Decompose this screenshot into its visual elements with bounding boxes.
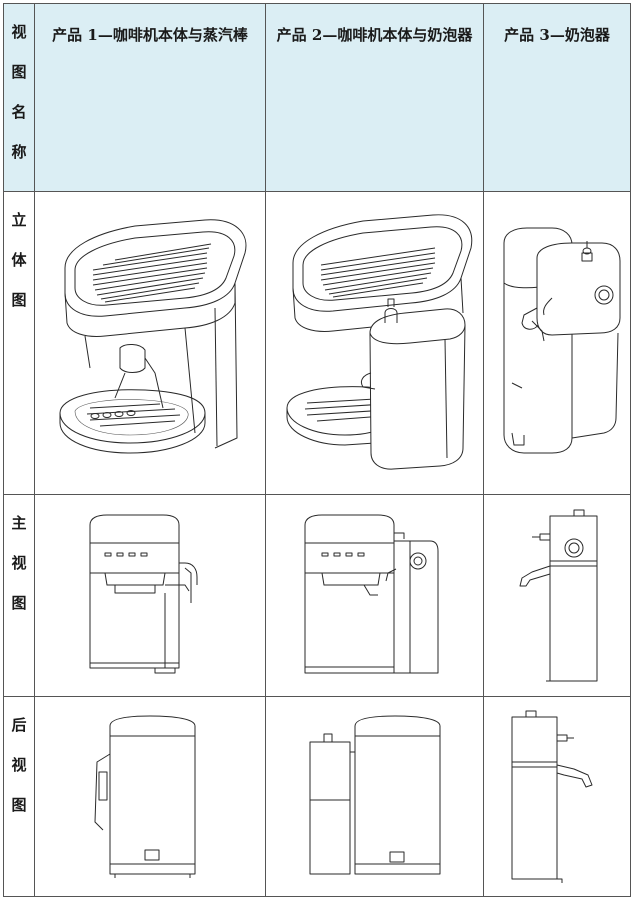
row-label-char: 图 [11, 594, 27, 612]
column-header-product-2: 产品 2—咖啡机本体与奶泡器 [265, 3, 484, 192]
row-label-perspective: 立 体 图 [3, 191, 35, 495]
table-row-front: 主 视 图 [3, 494, 631, 697]
coffee-machine-with-frother-front-view-drawing [304, 514, 438, 673]
cell-p1-front [34, 494, 266, 697]
view-name-char: 视 [11, 23, 27, 41]
cell-p2-perspective [265, 191, 484, 495]
view-name-char: 称 [11, 143, 27, 161]
row-label-char: 视 [11, 554, 27, 572]
cell-p1-perspective [34, 191, 266, 495]
cell-p2-front [265, 494, 484, 697]
milk-frother-rear-view-drawing [511, 710, 593, 883]
column-header-product-3: 产品 3—奶泡器 [483, 3, 631, 192]
column-header-product-1: 产品 1—咖啡机本体与蒸汽棒 [34, 3, 266, 192]
row-label-front: 主 视 图 [3, 494, 35, 697]
row-label-char: 图 [11, 291, 27, 309]
row-label-char: 后 [11, 716, 27, 734]
coffee-machine-perspective-drawing [59, 219, 247, 454]
coffee-machine-with-frother-perspective-drawing [286, 214, 472, 470]
header-row: 视 图 名 称 产品 1—咖啡机本体与蒸汽棒 产品 2—咖啡机本体与奶泡器 产品… [3, 3, 631, 192]
cell-p2-rear [265, 696, 484, 897]
coffee-machine-rear-view-drawing [94, 715, 196, 878]
cell-p3-perspective [483, 191, 631, 495]
coffee-machine-with-frother-rear-view-drawing [309, 715, 440, 874]
table-row-perspective: 立 体 图 [3, 191, 631, 495]
milk-frother-perspective-drawing [503, 227, 621, 454]
view-name-char: 图 [11, 63, 27, 81]
row-label-char: 体 [11, 251, 27, 269]
coffee-machine-front-view-drawing [89, 514, 198, 674]
row-label-char: 图 [11, 796, 27, 814]
milk-frother-front-view-drawing [519, 509, 598, 681]
row-label-char: 主 [11, 514, 27, 532]
row-label-char: 立 [11, 211, 27, 229]
view-name-char: 名 [11, 103, 27, 121]
cell-p3-rear [483, 696, 631, 897]
cell-p1-rear [34, 696, 266, 897]
view-name-header: 视 图 名 称 [3, 3, 35, 192]
row-label-char: 视 [11, 756, 27, 774]
table-row-rear: 后 视 图 [3, 696, 631, 897]
row-label-rear: 后 视 图 [3, 696, 35, 897]
design-views-table: 视 图 名 称 产品 1—咖啡机本体与蒸汽棒 产品 2—咖啡机本体与奶泡器 产品… [3, 3, 631, 897]
cell-p3-front [483, 494, 631, 697]
